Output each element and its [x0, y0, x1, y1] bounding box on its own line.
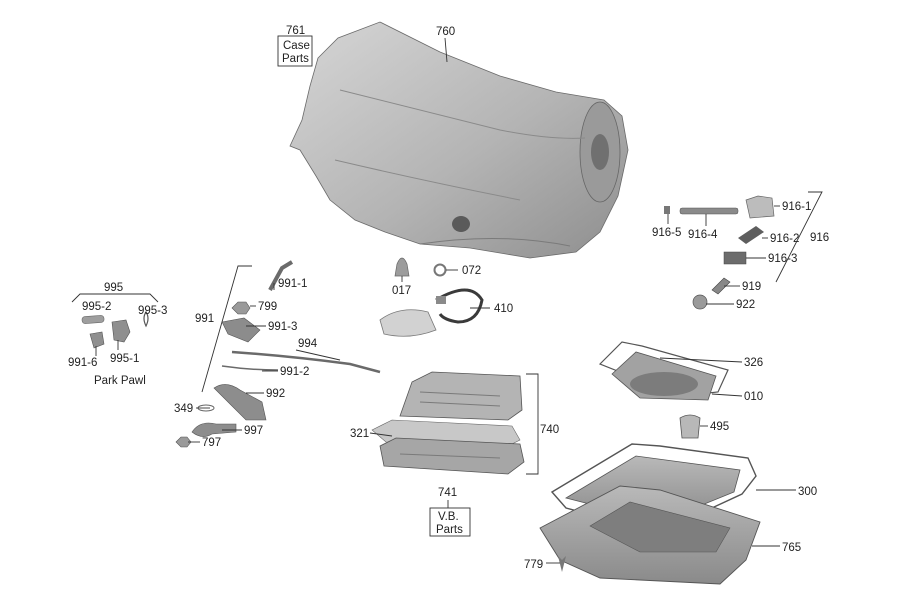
label-410: 410	[494, 303, 513, 315]
label-997: 997	[244, 425, 263, 437]
label-case-parts-2: Parts	[282, 53, 309, 65]
case-parts-box	[277, 35, 313, 67]
label-017: 017	[392, 285, 411, 297]
label-case-parts-1: Case	[283, 40, 310, 52]
label-vb-parts-1: V.B.	[438, 511, 459, 523]
label-072: 072	[462, 265, 481, 277]
filter-parts	[598, 341, 729, 439]
valve-body-parts	[371, 371, 525, 475]
transmission-case	[289, 21, 629, 259]
label-300: 300	[798, 486, 817, 498]
label-495: 495	[710, 421, 729, 433]
label-321: 321	[350, 428, 369, 440]
label-991-2: 991-2	[280, 366, 309, 378]
part-017-plug	[394, 257, 410, 277]
accumulator-parts	[664, 195, 775, 310]
park-pawl-parts	[81, 310, 149, 349]
label-765: 765	[782, 542, 801, 554]
label-916-5: 916-5	[652, 227, 681, 239]
label-916-3: 916-3	[768, 253, 797, 265]
label-995-2: 995-2	[82, 301, 111, 313]
label-vb-parts-2: Parts	[436, 524, 463, 536]
oil-pan-parts	[539, 443, 761, 585]
label-995-3: 995-3	[138, 305, 167, 317]
label-741: 741	[438, 487, 457, 499]
label-761: 761	[286, 25, 305, 37]
label-991: 991	[195, 313, 214, 325]
label-995: 995	[104, 282, 123, 294]
part-410-switch	[379, 288, 484, 337]
label-916-2: 916-2	[770, 233, 799, 245]
label-916-4: 916-4	[688, 229, 718, 241]
label-740: 740	[540, 424, 559, 436]
label-760: 760	[436, 26, 455, 38]
leader-lines	[95, 37, 796, 564]
part-labels: 760 761 Case Parts 017 072 410 995 995-2…	[68, 25, 829, 571]
label-991-6: 991-6	[68, 357, 97, 369]
label-349: 349	[174, 403, 193, 415]
label-995-1: 995-1	[110, 353, 139, 365]
label-922: 922	[736, 299, 755, 311]
label-799: 799	[258, 301, 277, 313]
label-991-3: 991-3	[268, 321, 297, 333]
group-brackets	[71, 191, 823, 475]
label-326: 326	[744, 357, 763, 369]
label-779: 779	[524, 559, 543, 571]
label-991-1: 991-1	[278, 278, 307, 290]
vb-parts-box	[429, 507, 471, 537]
label-916-1: 916-1	[782, 201, 811, 213]
label-010: 010	[744, 391, 763, 403]
part-072-o-ring	[433, 263, 447, 277]
label-994: 994	[298, 338, 318, 350]
label-992: 992	[266, 388, 285, 400]
label-797: 797	[202, 437, 221, 449]
label-919: 919	[742, 281, 761, 293]
label-park-pawl: Park Pawl	[94, 375, 146, 387]
label-916: 916	[810, 232, 829, 244]
